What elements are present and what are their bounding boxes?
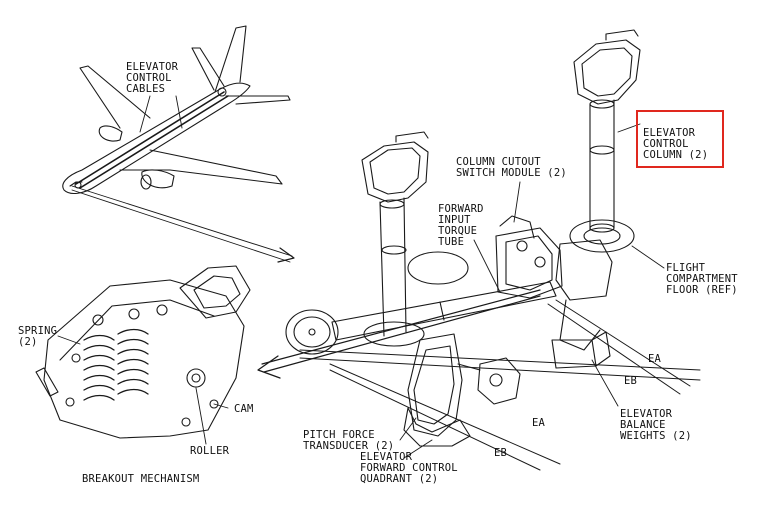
label-cam: CAM	[234, 403, 254, 415]
label-forward-input-torque-tube: FORWARD INPUT TORQUE TUBE	[438, 203, 484, 248]
torque-tube-and-quadrant-drawing	[257, 123, 701, 471]
label-pitch-force-transducer: PITCH FORCE TRANSDUCER (2)	[303, 429, 395, 452]
airplane-drawing	[62, 25, 295, 263]
column-highlight-box	[636, 110, 724, 168]
label-cable-eb-upper: EB	[624, 375, 638, 387]
label-flight-compartment-floor: FLIGHT COMPARTMENT FLOOR (REF)	[666, 262, 738, 296]
label-elevator-control-cables: ELEVATOR CONTROL CABLES	[126, 61, 179, 95]
label-cable-ea-lower: EA	[532, 417, 546, 429]
label-elevator-control-column: ELEVATOR CONTROL COLUMN (2)	[643, 127, 709, 161]
label-breakout-mechanism: BREAKOUT MECHANISM	[82, 473, 200, 485]
label-spring: SPRING (2)	[18, 325, 58, 348]
label-cable-eb-lower: EB	[494, 447, 508, 459]
breakout-mechanism-drawing	[35, 265, 251, 445]
label-cable-ea-upper: EA	[648, 353, 662, 365]
label-elevator-forward-control-quadrant: ELEVATOR FORWARD CONTROL QUADRANT (2)	[360, 451, 458, 485]
label-elevator-balance-weights: ELEVATOR BALANCE WEIGHTS (2)	[620, 408, 692, 442]
label-column-cutout-switch-module: COLUMN CUTOUT SWITCH MODULE (2)	[456, 156, 567, 179]
control-columns-drawing	[361, 29, 641, 347]
label-roller: ROLLER	[190, 445, 230, 457]
